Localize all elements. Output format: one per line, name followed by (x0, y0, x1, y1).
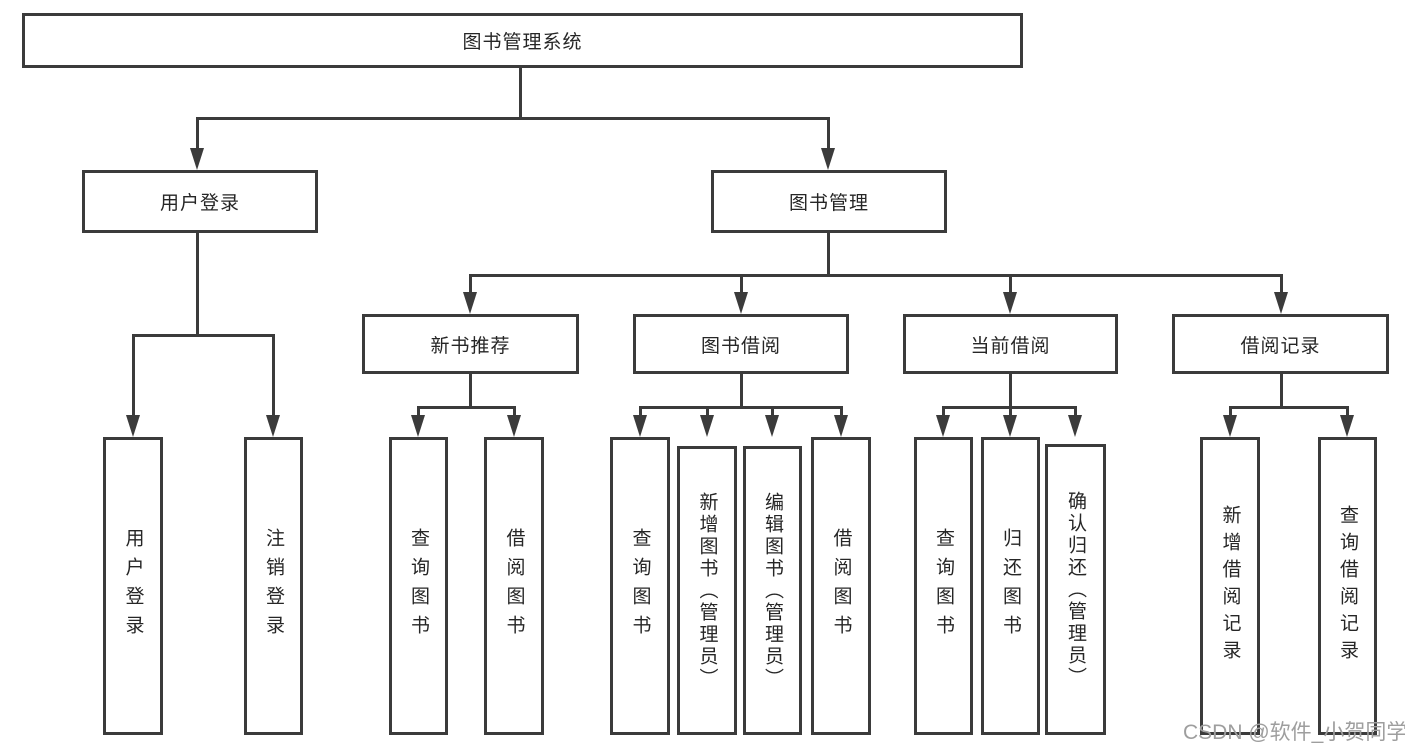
connector-line (469, 374, 472, 409)
connector-line (417, 406, 420, 420)
leaf-add-book-admin: 新增图书（管理员） (677, 446, 737, 735)
node-book-borrowing: 图书借阅 (633, 314, 849, 374)
connector-line (417, 406, 516, 409)
connector-line (132, 334, 135, 420)
connector-line (1009, 274, 1012, 296)
node-current-borrowing: 当前借阅 (903, 314, 1118, 374)
connector-line (469, 274, 472, 296)
arrow-down-icon (1340, 415, 1354, 437)
arrow-down-icon (190, 148, 204, 170)
leaf-borrow-books-1: 借阅图书 (484, 437, 544, 735)
arrow-down-icon (821, 148, 835, 170)
leaf-user-login: 用户登录 (103, 437, 163, 735)
node-library-management-system: 图书管理系统 (22, 13, 1023, 68)
connector-line (1229, 406, 1349, 409)
leaf-query-books-2: 查询图书 (610, 437, 670, 735)
arrow-down-icon (507, 415, 521, 437)
leaf-return-book: 归还图书 (981, 437, 1040, 735)
connector-line (706, 406, 709, 420)
connector-line (1280, 374, 1283, 409)
leaf-add-borrow-record: 新增借阅记录 (1200, 437, 1260, 735)
arrow-down-icon (463, 292, 477, 314)
connector-line (196, 117, 199, 152)
connector-line (1280, 274, 1283, 296)
connector-line (1346, 406, 1349, 420)
leaf-borrow-books-2: 借阅图书 (811, 437, 871, 735)
connector-line (272, 334, 275, 420)
node-book-management: 图书管理 (711, 170, 947, 233)
leaf-label: 归还图书 (1000, 528, 1021, 644)
leaf-label: 确认归还（管理员） (1065, 490, 1086, 689)
node-user-login-branch: 用户登录 (82, 170, 318, 233)
leaf-label: 查询图书 (933, 528, 954, 644)
arrow-down-icon (1003, 415, 1017, 437)
connector-line (1074, 406, 1077, 420)
connector-line (942, 406, 945, 420)
connector-line (639, 406, 642, 420)
leaf-label: 查询借阅记录 (1337, 505, 1358, 667)
csdn-watermark: CSDN @软件_小贺同学 (1183, 721, 1405, 744)
leaf-label: 新增图书（管理员） (696, 491, 718, 690)
arrow-down-icon (266, 415, 280, 437)
connector-line (513, 406, 516, 420)
arrow-down-icon (633, 415, 647, 437)
leaf-edit-book-admin: 编辑图书（管理员） (743, 446, 802, 735)
leaf-query-borrow-record: 查询借阅记录 (1318, 437, 1377, 735)
leaf-label: 注销登录 (263, 528, 284, 644)
connector-line (196, 233, 199, 337)
arrow-down-icon (834, 415, 848, 437)
connector-line (1009, 374, 1012, 409)
connector-line (519, 68, 522, 120)
leaf-label: 借阅图书 (503, 528, 525, 644)
connector-line (469, 274, 1283, 277)
connector-line (827, 117, 830, 152)
connector-line (196, 117, 830, 120)
arrow-down-icon (126, 415, 140, 437)
node-new-book-recommendation: 新书推荐 (362, 314, 579, 374)
leaf-logout: 注销登录 (244, 437, 303, 735)
connector-line (1229, 406, 1232, 420)
arrow-down-icon (411, 415, 425, 437)
arrow-down-icon (1223, 415, 1237, 437)
connector-line (827, 233, 830, 277)
leaf-label: 借阅图书 (830, 528, 852, 644)
connector-line (132, 334, 275, 337)
leaf-query-books-1: 查询图书 (389, 437, 448, 735)
node-borrowing-records: 借阅记录 (1172, 314, 1389, 374)
leaf-query-books-3: 查询图书 (914, 437, 973, 735)
connector-line (840, 406, 843, 420)
leaf-confirm-return-admin: 确认归还（管理员） (1045, 444, 1106, 735)
leaf-label: 用户登录 (122, 528, 144, 644)
leaf-label: 新增借阅记录 (1219, 505, 1241, 667)
connector-line (740, 374, 743, 409)
arrow-down-icon (936, 415, 950, 437)
leaf-label: 编辑图书（管理员） (762, 491, 783, 690)
arrow-down-icon (734, 292, 748, 314)
arrow-down-icon (1274, 292, 1288, 314)
arrow-down-icon (765, 415, 779, 437)
connector-line (1009, 406, 1012, 420)
connector-line (639, 406, 843, 409)
leaf-label: 查询图书 (629, 528, 651, 644)
connector-line (771, 406, 774, 420)
connector-line (740, 274, 743, 296)
arrow-down-icon (1068, 415, 1082, 437)
arrow-down-icon (1003, 292, 1017, 314)
leaf-label: 查询图书 (408, 528, 429, 644)
arrow-down-icon (700, 415, 714, 437)
